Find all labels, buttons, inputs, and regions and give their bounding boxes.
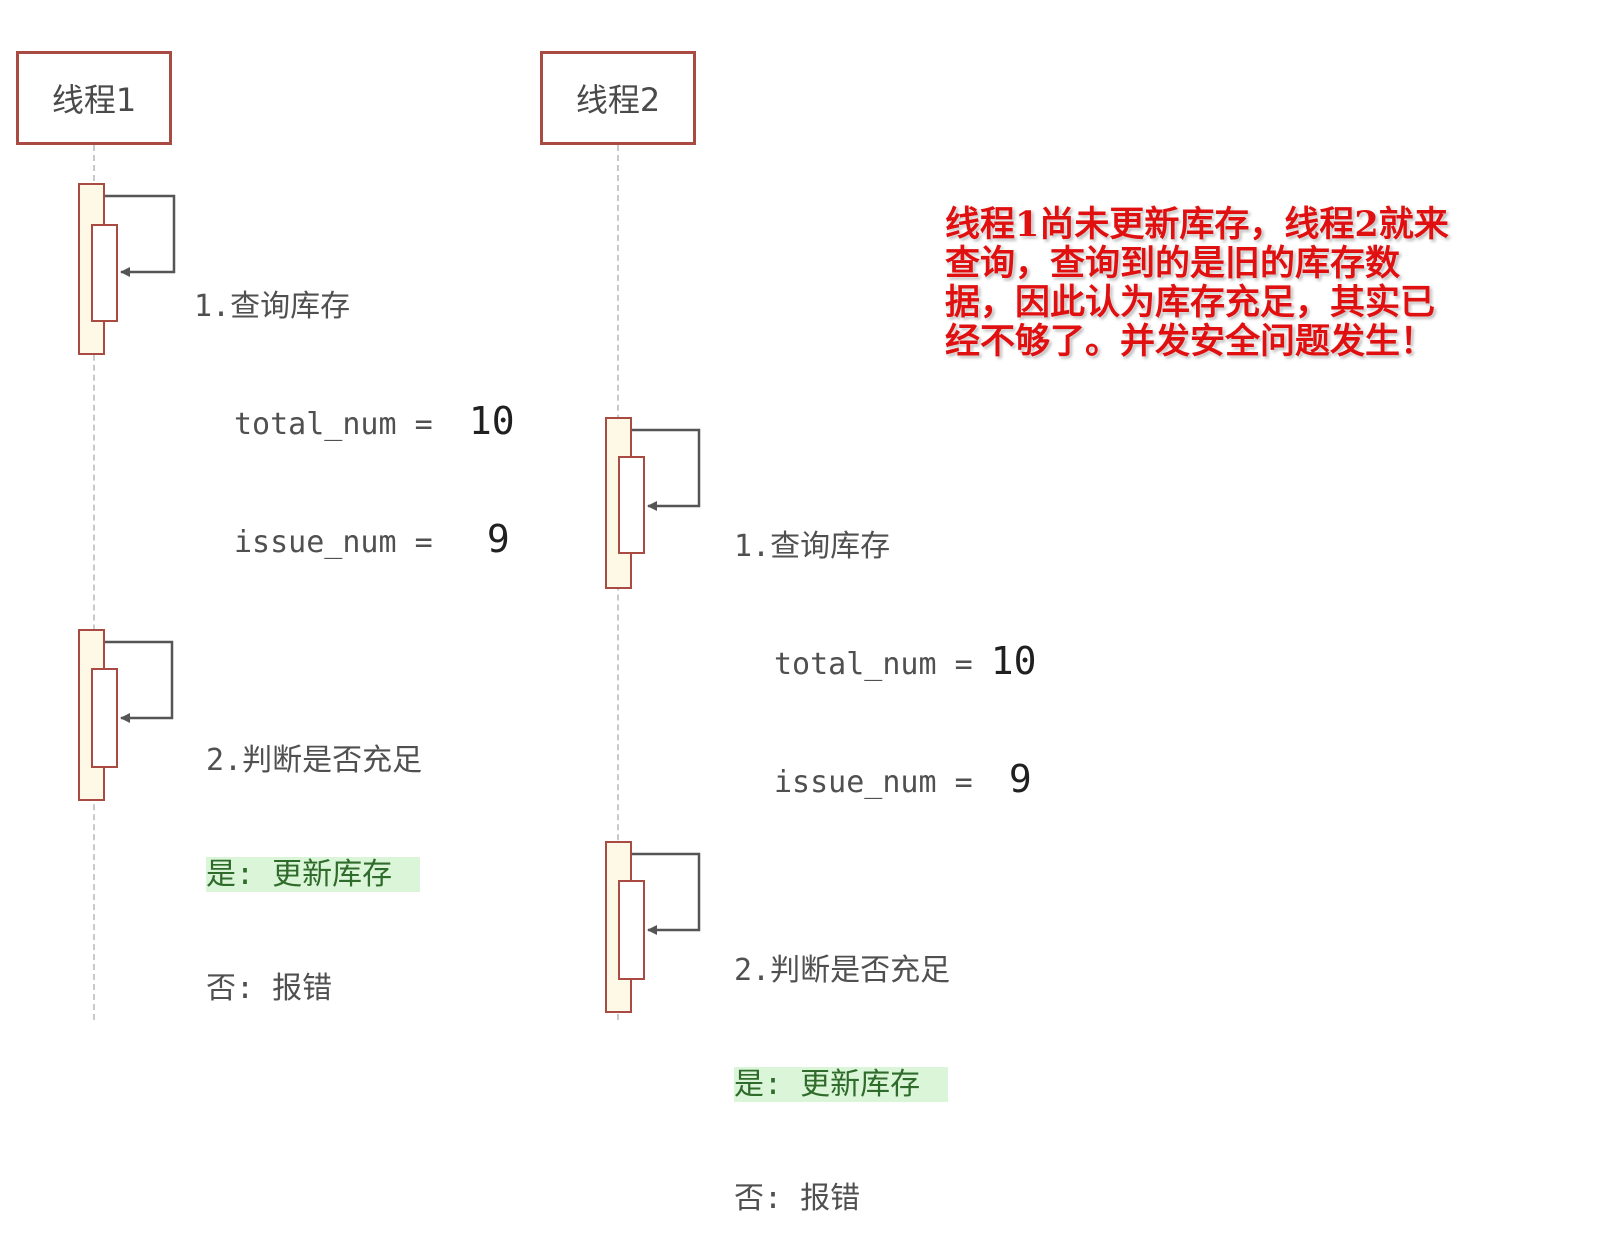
note-thread-2-step-2-no: 否: 报错	[734, 1181, 861, 1216]
note-thread-2-step-2: 2.判断是否充足 是: 更新库存 否: 报错	[734, 876, 950, 1256]
note-thread-2-step-2-yes: 是: 更新库存	[734, 1067, 949, 1102]
note-thread-2-issue-label: issue_num =	[774, 765, 973, 800]
activation-thread-1-step-2-inner	[91, 668, 118, 768]
note-thread-1-step-2: 2.判断是否充足 是: 更新库存 否: 报错	[206, 666, 422, 1046]
note-thread-2-issue-value: 9	[1008, 757, 1032, 801]
note-thread-1-step-1-title: 1.查询库存	[194, 289, 351, 324]
activation-thread-1-step-1-inner	[91, 224, 118, 322]
note-thread-1-total-value: 10	[468, 399, 515, 443]
actor-thread-1-label: 线程1	[51, 81, 137, 119]
note-thread-2-step-1: 1.查询库存 total_num = 10 issue_num = 9	[734, 452, 1037, 840]
note-thread-2-step-1-title: 1.查询库存	[734, 529, 891, 564]
actor-thread-2: 线程2	[540, 51, 696, 145]
note-thread-2-step-2-title: 2.判断是否充足	[734, 953, 951, 988]
note-thread-1-step-2-title: 2.判断是否充足	[206, 743, 423, 778]
note-thread-1-step-1: 1.查询库存 total_num = 10 issue_num = 9	[194, 212, 515, 600]
actor-thread-2-label: 线程2	[575, 81, 661, 119]
note-thread-2-total-label: total_num =	[774, 647, 973, 682]
note-thread-1-total-label: total_num =	[234, 407, 433, 442]
activation-thread-2-step-1-inner	[618, 456, 645, 554]
note-thread-1-step-2-yes: 是: 更新库存	[206, 857, 421, 892]
note-thread-2-total-value: 10	[990, 639, 1037, 683]
activation-thread-2-step-2-inner	[618, 880, 645, 980]
actor-thread-1: 线程1	[16, 51, 172, 145]
note-thread-1-issue-value: 9	[486, 517, 510, 561]
lifeline-thread-1	[93, 145, 95, 1020]
note-thread-1-step-2-no: 否: 报错	[206, 971, 333, 1006]
note-thread-1-issue-label: issue_num =	[234, 525, 433, 560]
concurrency-warning-annotation: 线程1尚未更新库存，线程2就来查询，查询到的是旧的库存数据，因此认为库存充足，其…	[945, 204, 1449, 362]
